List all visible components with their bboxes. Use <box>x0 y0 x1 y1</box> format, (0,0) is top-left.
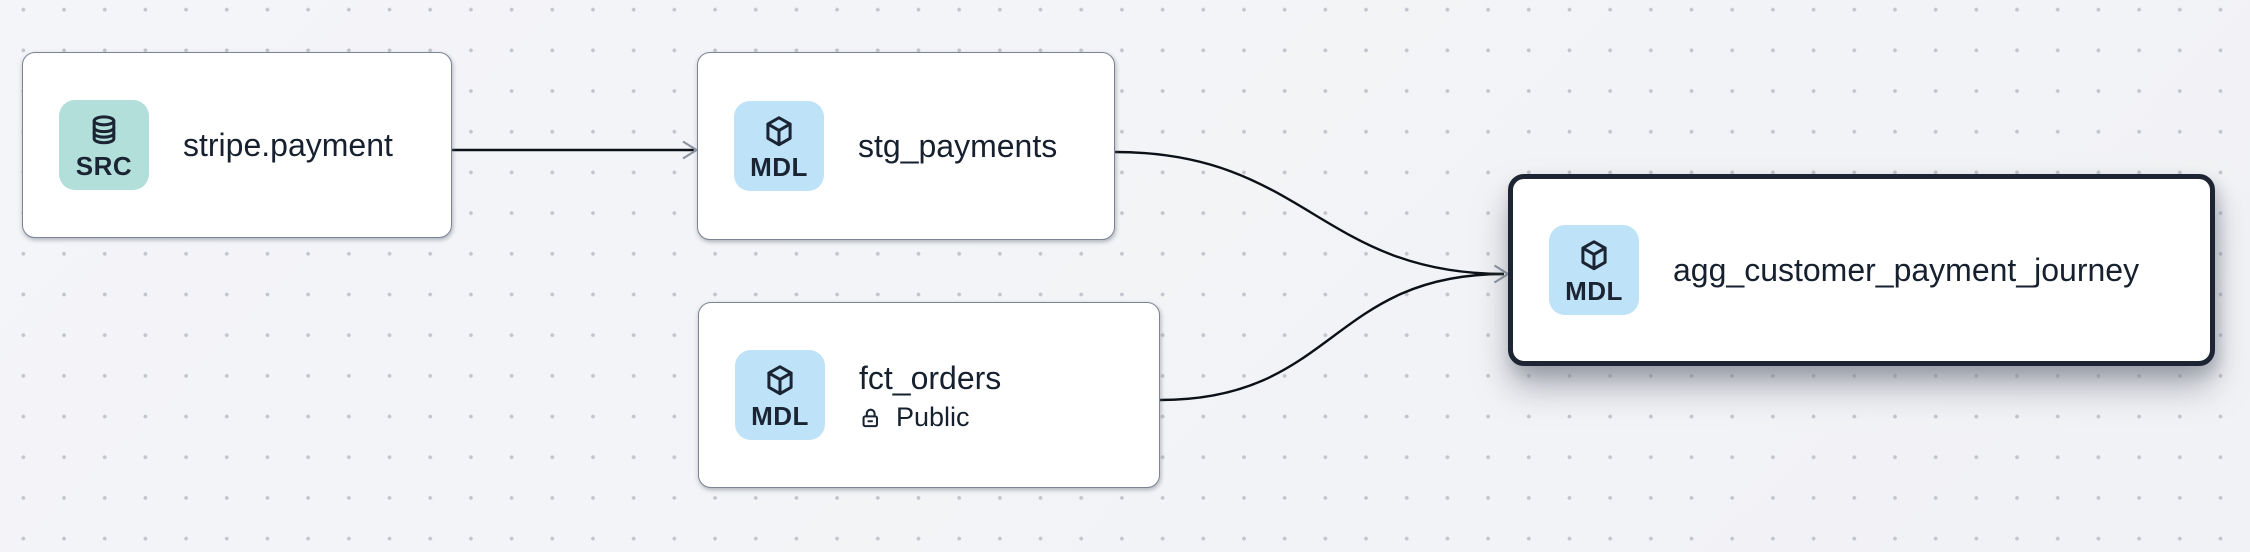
cube-icon <box>766 115 792 146</box>
lock-open-icon <box>862 408 879 427</box>
src-badge: SRC <box>59 100 149 190</box>
node-agg-customer-payment-journey[interactable]: MDL agg_customer_payment_journey <box>1508 174 2215 366</box>
node-stripe-payment[interactable]: SRC stripe.payment <box>22 52 452 238</box>
node-title: stg_payments <box>858 128 1058 164</box>
visibility-tag: Public <box>859 401 1001 433</box>
mdl-badge: MDL <box>734 101 824 191</box>
badge-label: MDL <box>751 400 809 431</box>
badge-label: MDL <box>750 151 808 182</box>
edge-fct-to-agg <box>1159 272 1505 402</box>
badge-label: SRC <box>75 150 133 181</box>
visibility-label: Public <box>896 401 970 432</box>
mdl-badge: MDL <box>735 350 825 440</box>
cube-icon <box>767 364 793 395</box>
database-icon <box>92 114 116 144</box>
node-text-block: fct_orders Public <box>859 358 1001 433</box>
edge-stg-to-agg <box>1114 150 1505 276</box>
node-fct-orders[interactable]: MDL fct_orders Public <box>698 302 1160 488</box>
arrowhead-icon <box>682 140 699 160</box>
cube-icon <box>1581 239 1607 270</box>
node-title: fct_orders <box>859 359 1002 396</box>
node-title: agg_customer_payment_journey <box>1673 252 2140 288</box>
node-title: stripe.payment <box>183 127 393 163</box>
badge-label: MDL <box>1565 275 1623 306</box>
node-stg-payments[interactable]: MDL stg_payments <box>697 52 1115 240</box>
mdl-badge: MDL <box>1549 225 1639 315</box>
